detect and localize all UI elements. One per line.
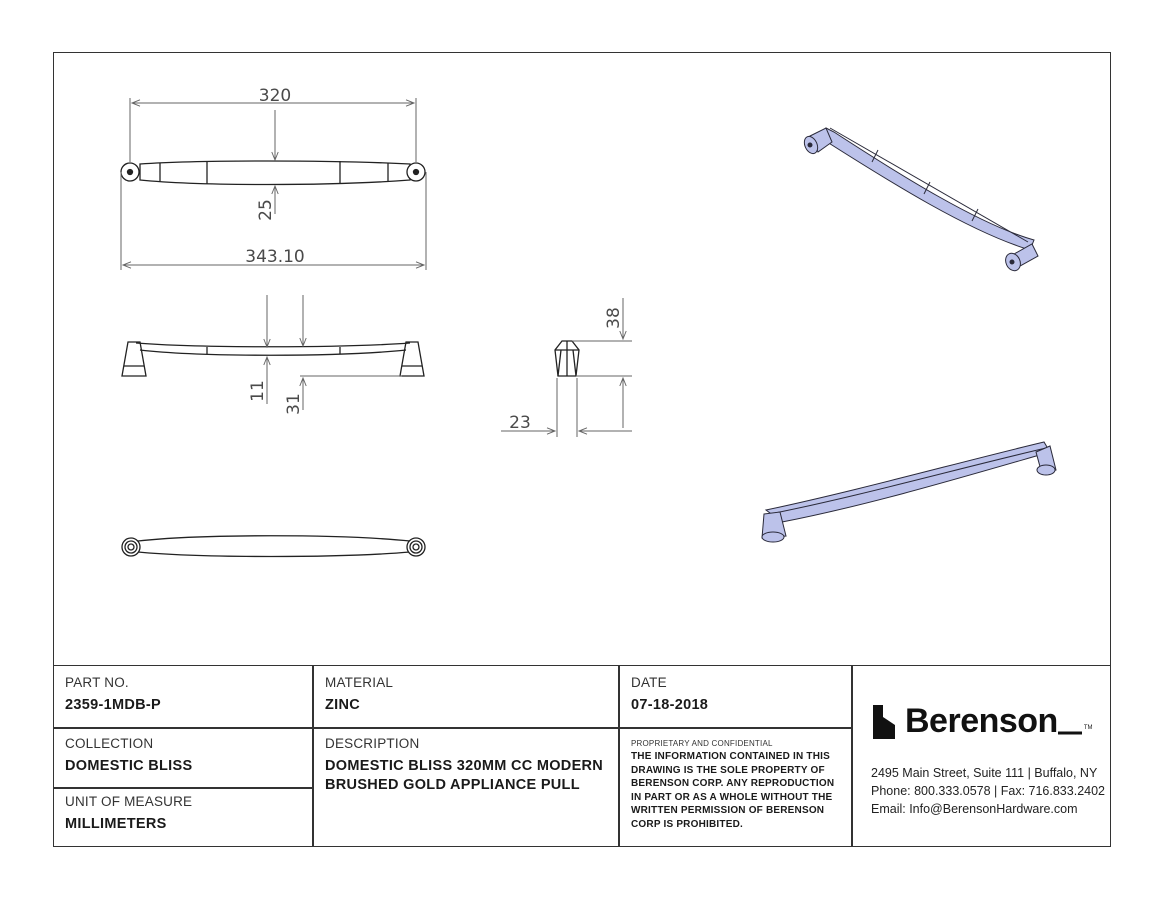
company-address: 2495 Main Street, Suite 111 | Buffalo, N… [871, 766, 1098, 780]
dim-height-top: 25 [256, 199, 276, 221]
collection-value: DOMESTIC BLISS [65, 758, 193, 774]
part-no-value: 2359-1MDB-P [65, 697, 161, 713]
dim-overall-length: 343.10 [245, 247, 304, 267]
material-value: ZINC [325, 697, 361, 713]
company-phone-fax: Phone: 800.333.0578 | Fax: 716.833.2402 [871, 784, 1105, 798]
side-view-dimensions [501, 298, 632, 437]
trademark: TM [1083, 724, 1093, 731]
collection-label: COLLECTION [65, 736, 154, 751]
description-line-2: BRUSHED GOLD APPLIANCE PULL [325, 777, 580, 793]
berenson-logo-icon [873, 704, 895, 739]
top-view [120, 160, 426, 186]
proprietary-cell: PROPRIETARY AND CONFIDENTIAL THE INFORMA… [619, 739, 851, 831]
top-view-dimensions [120, 98, 427, 270]
side-view [554, 340, 580, 377]
uom-cell: UNIT OF MEASURE MILLIMETERS [53, 794, 312, 832]
material-cell: MATERIAL ZINC [313, 675, 618, 713]
description-cell: DESCRIPTION DOMESTIC BLISS 320MM CC MODE… [313, 736, 618, 793]
part-no-cell: PART NO. 2359-1MDB-P [53, 675, 312, 713]
company-logo: Berenson TM [871, 702, 1093, 741]
bottom-view [121, 535, 426, 558]
date-value: 07-18-2018 [631, 697, 709, 713]
proprietary-line: DRAWING IS THE SOLE PROPERTY OF [631, 764, 825, 776]
dim-base-diameter: 23 [509, 413, 531, 433]
proprietary-line: CORP IS PROHIBITED. [631, 818, 743, 830]
proprietary-text: THE INFORMATION CONTAINED IN THIS DRAWIN… [631, 750, 851, 831]
dim-bar-thickness: 11 [248, 380, 268, 402]
date-cell: DATE 07-18-2018 [619, 675, 851, 713]
company-email: Email: Info@BerensonHardware.com [871, 802, 1078, 816]
front-view-dimensions [263, 295, 402, 410]
company-name: Berenson [905, 702, 1058, 740]
proprietary-line: IN PART OR AS A WHOLE WITHOUT THE [631, 791, 833, 803]
title-block: PART NO. 2359-1MDB-P MATERIAL ZINC DATE … [53, 665, 1111, 847]
description-label: DESCRIPTION [325, 736, 420, 751]
isometric-view-bottom [761, 441, 1057, 543]
description-line-1: DOMESTIC BLISS 320MM CC MODERN [325, 758, 604, 774]
uom-label: UNIT OF MEASURE [65, 794, 193, 809]
proprietary-heading: PROPRIETARY AND CONFIDENTIAL [631, 739, 773, 748]
technical-drawing: 320 343.10 25 11 31 38 23 [120, 86, 1057, 558]
collection-cell: COLLECTION DOMESTIC BLISS [53, 736, 312, 774]
date-label: DATE [631, 675, 667, 690]
dim-projection: 38 [604, 307, 624, 329]
isometric-view-top [803, 127, 1039, 272]
proprietary-line: BERENSON CORP. ANY REPRODUCTION [631, 778, 835, 789]
drawing-sheet [53, 52, 1111, 847]
front-view [121, 341, 425, 377]
material-label: MATERIAL [325, 675, 394, 690]
part-no-label: PART NO. [65, 675, 129, 690]
dim-cc-length: 320 [259, 86, 291, 106]
proprietary-line: WRITTEN PERMISSION OF BERENSON [631, 805, 825, 816]
brand-underline-icon [1057, 731, 1082, 734]
proprietary-line: THE INFORMATION CONTAINED IN THIS [631, 751, 830, 762]
company-contact: 2495 Main Street, Suite 111 | Buffalo, N… [871, 764, 1105, 818]
dim-post-offset: 31 [284, 393, 304, 415]
uom-value: MILLIMETERS [65, 816, 167, 832]
